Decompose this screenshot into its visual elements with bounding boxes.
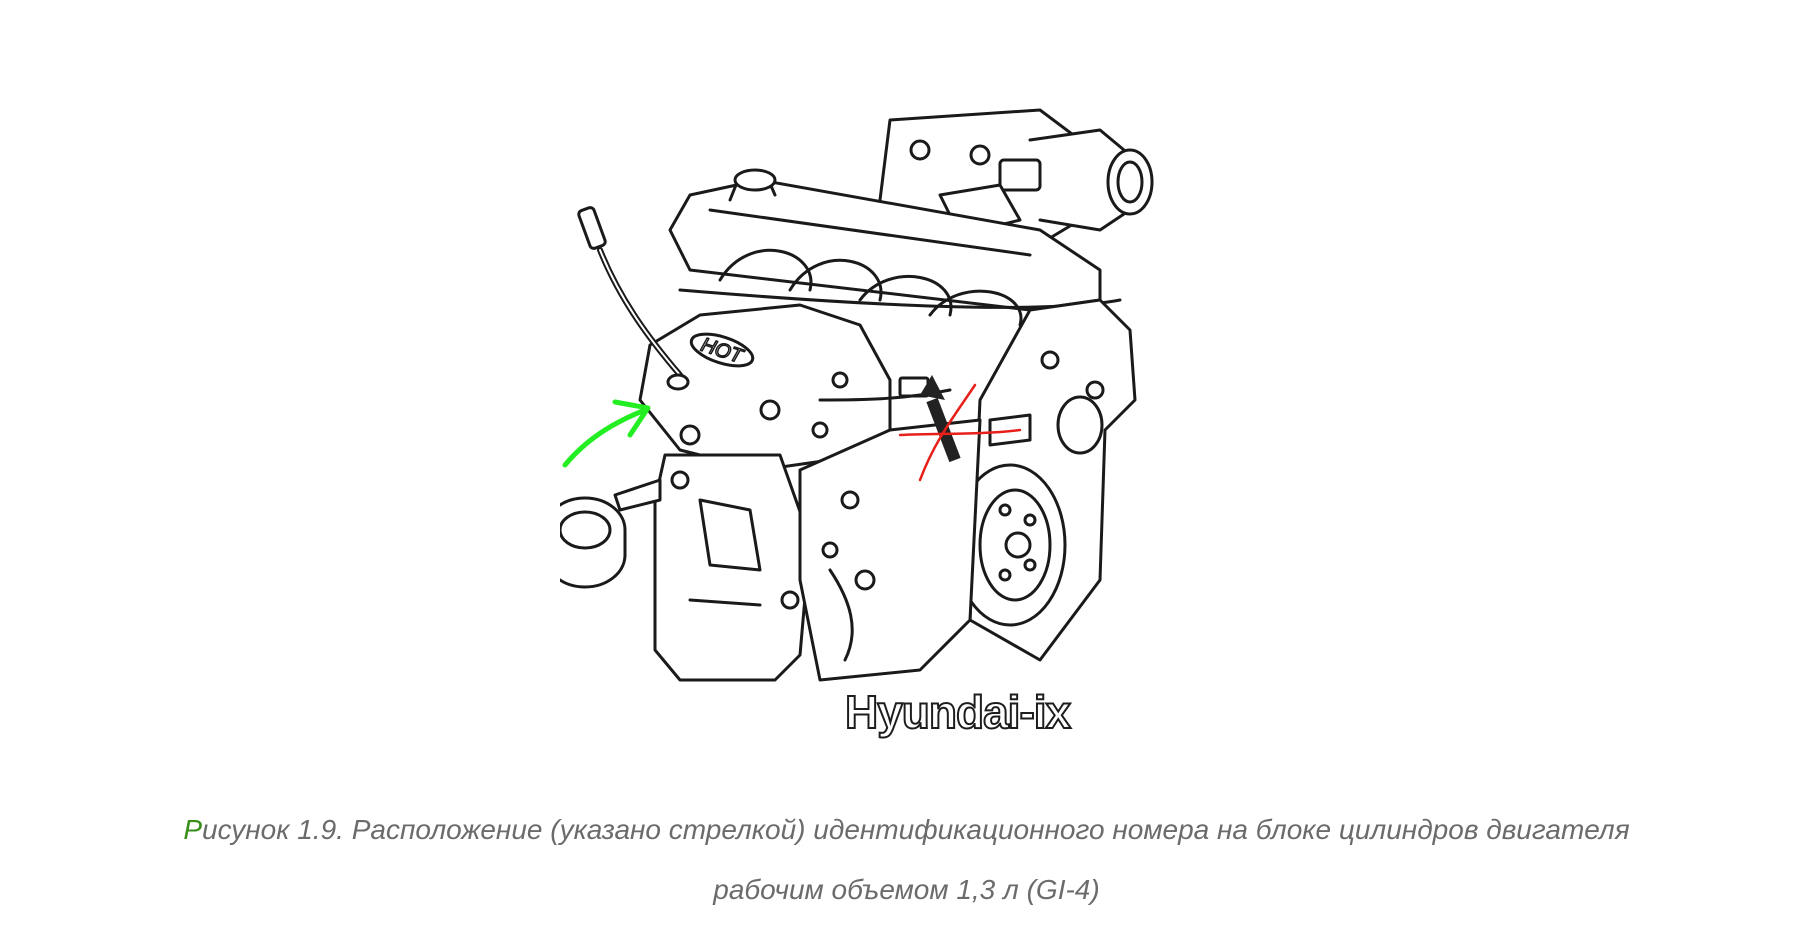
green-arrow-icon xyxy=(562,399,651,468)
figure-caption: Рисунок 1.9. Расположение (указано стрел… xyxy=(30,800,1783,920)
caption-line-2: рабочим объемом 1,3 л (GI-4) xyxy=(713,874,1100,905)
red-cross-icon xyxy=(898,383,1022,482)
caption-line-1: Рисунок 1.9. Расположение (указано стрел… xyxy=(30,800,1783,860)
caption-line-1-text: исунок 1.9. Расположение (указано стрелк… xyxy=(202,814,1630,845)
watermark-text: Hyundai-ix xyxy=(844,685,1072,739)
caption-first-letter: Р xyxy=(183,814,202,845)
engine-illustration: HOT xyxy=(560,108,1154,682)
